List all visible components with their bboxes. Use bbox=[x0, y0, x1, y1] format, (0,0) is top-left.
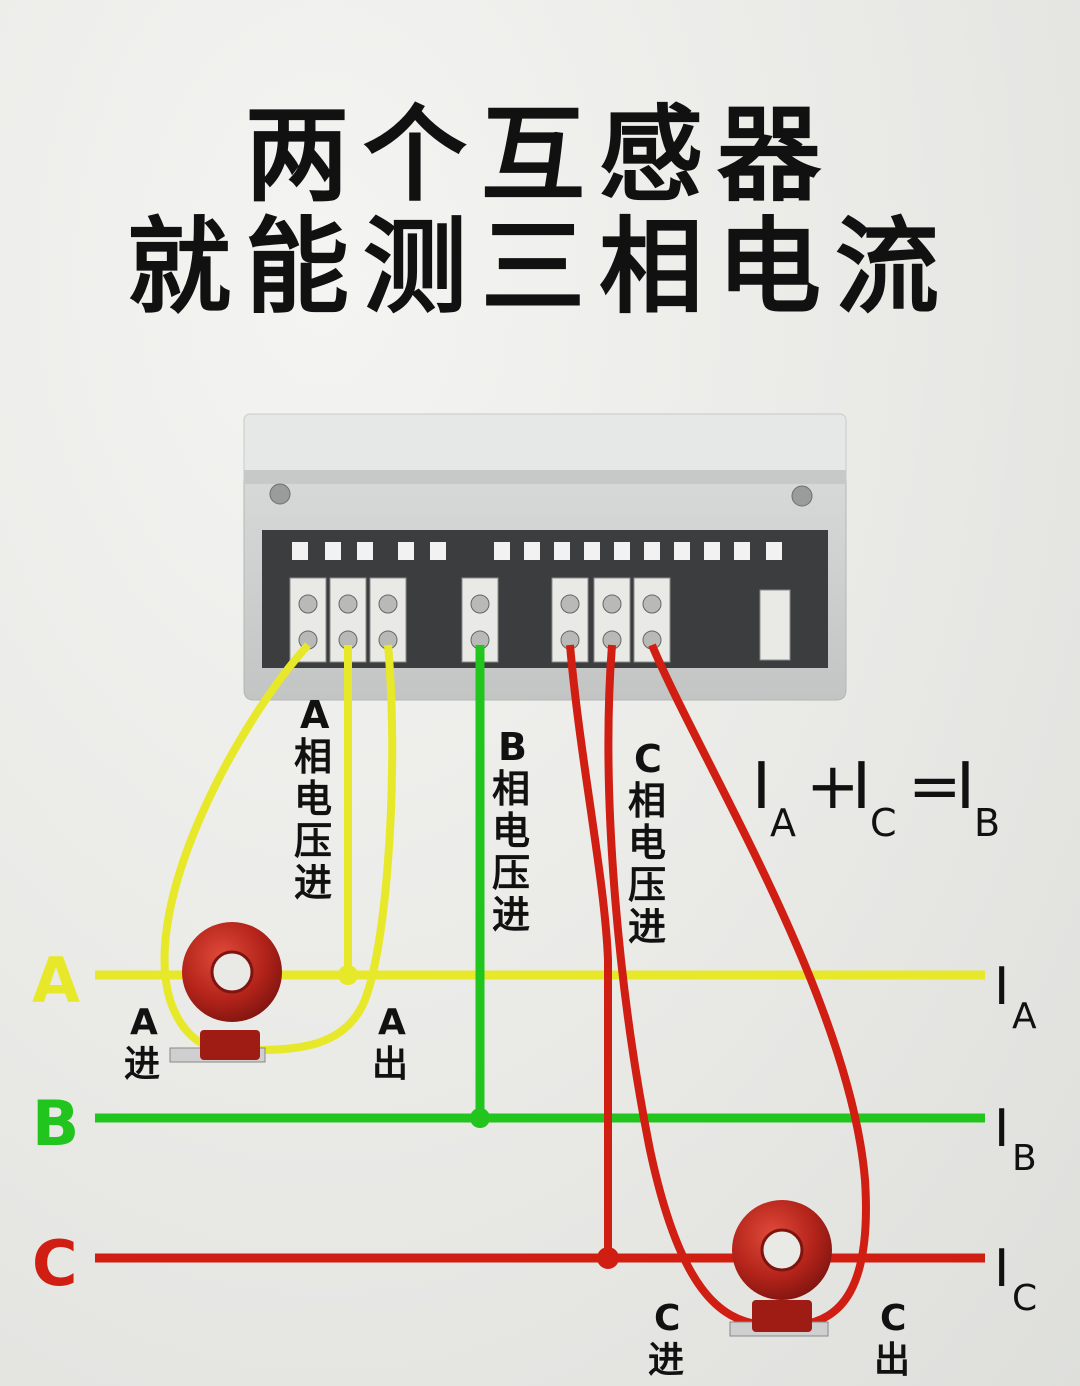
formula-i3: I bbox=[956, 750, 975, 824]
current-transformer-a bbox=[169, 922, 282, 1063]
c-in-char: 进 bbox=[648, 1340, 684, 1381]
current-label-a-sub: A bbox=[1012, 996, 1037, 1037]
energy-meter bbox=[243, 413, 847, 701]
a-voltage-char: 相 bbox=[294, 735, 332, 779]
b-voltage-char: 相 bbox=[492, 767, 530, 811]
c-voltage-label: C 相 电 压 进 bbox=[628, 737, 666, 949]
current-label-a: I A bbox=[994, 957, 1037, 1037]
c-voltage-char: 进 bbox=[628, 905, 666, 949]
a-in-char: A bbox=[130, 1002, 158, 1043]
current-label-b-symbol: I bbox=[994, 1099, 1009, 1159]
a-voltage-label: A 相 电 压 进 bbox=[294, 693, 332, 905]
a-in-char: 进 bbox=[124, 1044, 160, 1085]
c-voltage-char: C bbox=[634, 737, 662, 781]
title-line-2: 就能测三相电流 bbox=[126, 206, 953, 328]
phase-b-label: B bbox=[32, 1087, 79, 1160]
c-voltage-char: 压 bbox=[628, 863, 666, 907]
b-voltage-label: B 相 电 压 进 bbox=[492, 725, 530, 937]
current-formula: I A + I C = I B bbox=[752, 750, 1000, 845]
current-label-c-sub: C bbox=[1012, 1278, 1037, 1319]
current-label-c: I C bbox=[994, 1239, 1037, 1319]
c-ct-in-wire bbox=[604, 644, 763, 1329]
b-voltage-char: 电 bbox=[492, 809, 530, 853]
c-out-label: C 出 bbox=[874, 1298, 910, 1381]
b-voltage-char: 压 bbox=[492, 851, 530, 895]
title-line-1: 两个互感器 bbox=[244, 94, 835, 216]
c-junction bbox=[597, 1247, 619, 1269]
current-label-a-symbol: I bbox=[994, 957, 1009, 1017]
formula-equals: = bbox=[908, 750, 962, 824]
phase-a-label: A bbox=[32, 944, 80, 1017]
a-out-char: 出 bbox=[372, 1044, 408, 1085]
b-voltage-char: B bbox=[498, 725, 527, 769]
a-voltage-char: A bbox=[300, 693, 330, 737]
formula-sub-a: A bbox=[770, 801, 796, 845]
formula-plus: + bbox=[806, 750, 860, 824]
a-ct-out-wire bbox=[257, 644, 397, 1054]
c-ct-out-wire bbox=[648, 643, 870, 1329]
a-junction bbox=[338, 965, 358, 985]
a-voltage-char: 进 bbox=[294, 861, 332, 905]
current-label-b: I B bbox=[994, 1099, 1037, 1179]
c-voltage-char: 相 bbox=[628, 779, 666, 823]
formula-sub-c: C bbox=[870, 801, 897, 845]
a-out-char: A bbox=[378, 1002, 406, 1043]
b-junction bbox=[470, 1108, 490, 1128]
c-voltage-wire bbox=[566, 644, 612, 1258]
current-label-c-symbol: I bbox=[994, 1239, 1009, 1299]
phase-c-label: C bbox=[32, 1227, 78, 1300]
a-voltage-char: 压 bbox=[294, 819, 332, 863]
c-in-label: C 进 bbox=[648, 1298, 684, 1381]
screw-right-icon bbox=[791, 485, 813, 507]
a-out-label: A 出 bbox=[372, 1002, 408, 1085]
b-voltage-char: 进 bbox=[492, 893, 530, 937]
formula-sub-b: B bbox=[974, 801, 1000, 845]
current-transformer-c bbox=[729, 1200, 832, 1337]
c-in-char: C bbox=[654, 1298, 680, 1339]
screw-left-icon bbox=[269, 483, 291, 505]
formula-i2: I bbox=[852, 750, 871, 824]
a-in-label: A 进 bbox=[124, 1002, 160, 1085]
formula-i1: I bbox=[752, 750, 771, 824]
c-out-char: C bbox=[880, 1298, 906, 1339]
c-voltage-char: 电 bbox=[628, 821, 666, 865]
current-label-b-sub: B bbox=[1012, 1138, 1037, 1179]
a-voltage-char: 电 bbox=[294, 777, 332, 821]
c-out-char: 出 bbox=[874, 1340, 910, 1381]
